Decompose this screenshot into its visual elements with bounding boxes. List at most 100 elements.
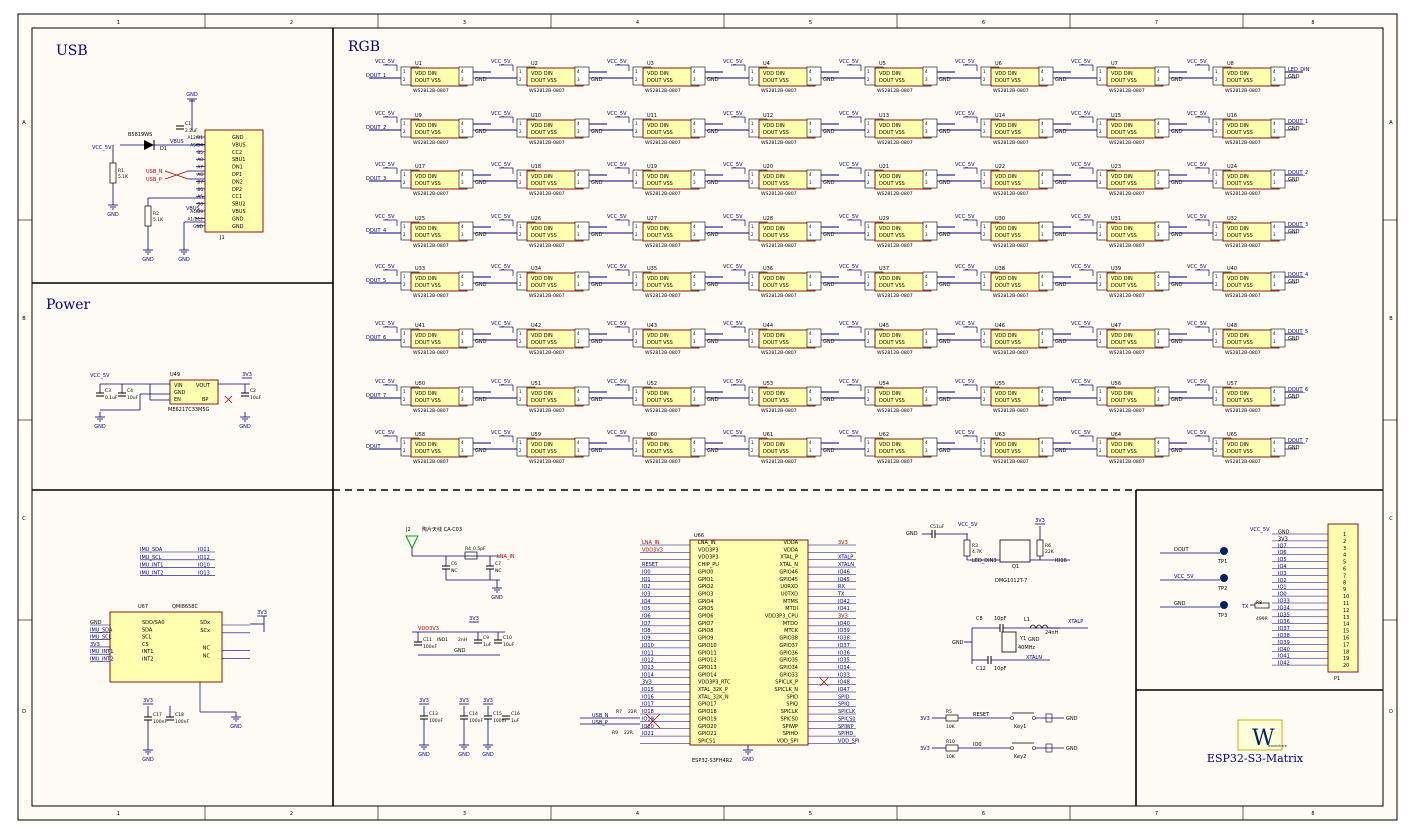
- led-pin-number: 1: [1215, 121, 1218, 126]
- led-pin-block: [806, 221, 822, 241]
- led-pin-number: 2: [1099, 448, 1102, 453]
- header-net: IO39: [1278, 640, 1290, 646]
- usb-pin-name: DP2: [232, 187, 242, 193]
- led-gnd: GND: [1171, 77, 1183, 83]
- led-pin-bottom: DOUT VSS: [1227, 398, 1253, 404]
- led-pin-bottom: DOUT VSS: [763, 283, 789, 289]
- led-part: WS2812B-0807: [1109, 293, 1145, 299]
- imu-pin-name: INT1: [142, 649, 153, 655]
- row-marker: A: [22, 120, 26, 126]
- led-part: WS2812B-0807: [761, 88, 797, 94]
- led-pin-number: 2: [751, 397, 754, 402]
- led-pin-number: 4: [1041, 440, 1044, 445]
- led-pin-number: 1: [519, 389, 522, 394]
- column-marker: 4: [636, 20, 639, 26]
- header-pin-number: 12: [1343, 608, 1349, 614]
- cap-ref: C10: [503, 635, 512, 641]
- mcu-left-pin: GPIO13: [698, 665, 717, 671]
- led-pin-bottom: DOUT VSS: [995, 181, 1021, 187]
- led-pin-number: 2: [1215, 448, 1218, 453]
- mcu-left-net: IO4: [642, 599, 651, 605]
- led-pin-number: 3: [1157, 180, 1160, 185]
- usb-pin-name: GND: [232, 224, 244, 230]
- led-pin-number: 3: [577, 129, 580, 134]
- led-gnd: GND: [823, 397, 835, 403]
- diode-symbol: [144, 140, 154, 150]
- led-vcc: VCC_5V: [375, 379, 395, 385]
- mcu-right-pin: SPICLK: [781, 709, 799, 715]
- led-ref: U14: [995, 113, 1005, 119]
- led-part: WS2812B-0807: [761, 243, 797, 249]
- mcu-left-pin: XTAL_32K_P: [698, 687, 728, 693]
- led-pin-number: 4: [693, 69, 696, 74]
- led-vcc: VCC_5V: [1187, 379, 1207, 385]
- header-pin-number: 13: [1343, 615, 1349, 621]
- led-pin-number: 2: [635, 232, 638, 237]
- mcu-right-pin: SPIHD: [783, 731, 798, 737]
- led-driver-vcc: VCC_5V: [958, 522, 978, 528]
- led-gnd: GND: [707, 339, 719, 345]
- led-pin-bottom: DOUT VSS: [995, 233, 1021, 239]
- led-pin-top: VDD DIN: [531, 391, 553, 397]
- led-pin-bottom: DOUT VSS: [531, 398, 557, 404]
- led-pin-number: 4: [1041, 331, 1044, 336]
- led-pin-number: 3: [1273, 129, 1276, 134]
- mcu-right-pin: XTAL_P: [780, 555, 798, 561]
- led-gnd: GND: [1055, 232, 1067, 238]
- led-pin-number: 4: [1273, 172, 1276, 177]
- mcu-left-net: IO7: [642, 621, 651, 627]
- led-pin-number: 4: [1157, 69, 1160, 74]
- usb-pin-name: DN1: [232, 165, 243, 171]
- led-pin-number: 2: [1099, 77, 1102, 82]
- led-pin-number: 4: [1273, 224, 1276, 229]
- ldo-pin: VOUT: [196, 383, 211, 389]
- led-part: WS2812B-0807: [529, 140, 565, 146]
- mcu-left-net: IO18: [642, 709, 654, 715]
- led-pin-number: 1: [1099, 172, 1102, 177]
- led-pin-number: 4: [693, 331, 696, 336]
- led-pin-bottom: DOUT VSS: [415, 340, 441, 346]
- power-symbol: 3V3: [1035, 518, 1045, 524]
- led-pin-number: 2: [867, 232, 870, 237]
- led-vcc: VCC_5V: [723, 162, 743, 168]
- led-vcc: VCC_5V: [1187, 59, 1207, 65]
- led-part: WS2812B-0807: [529, 350, 565, 356]
- led-pin-number: 1: [751, 224, 754, 229]
- led-ref: U51: [531, 381, 541, 387]
- led-pin-number: 1: [1215, 440, 1218, 445]
- row-marker: A: [1389, 120, 1393, 126]
- mcu-left-net: IO19: [642, 716, 654, 722]
- led-pin-number: 2: [751, 77, 754, 82]
- led-pin-number: 1: [983, 172, 986, 177]
- cap-value: 1uF: [483, 642, 492, 648]
- mcu-left-pin: GPIO20: [698, 724, 717, 730]
- led-driver-out: LED_DIN3: [972, 558, 997, 564]
- led-pin-number: 3: [693, 397, 696, 402]
- button-contact: [1032, 746, 1036, 750]
- led-pin-bottom: DOUT VSS: [531, 449, 557, 455]
- led-pin-block: [806, 271, 822, 291]
- button-res-value: 10K: [946, 724, 956, 730]
- led-ref: U56: [1111, 381, 1121, 387]
- led-pin-bottom: DOUT VSS: [415, 181, 441, 187]
- imu-left-net: IMU_SDA: [90, 627, 113, 633]
- mcu-right-net: IO39: [838, 628, 850, 634]
- led-pin-top: VDD DIN: [995, 333, 1017, 339]
- power-symbol: 3V3: [483, 698, 493, 704]
- imu-net-io: IO13: [198, 570, 210, 576]
- led-pin-number: 2: [983, 397, 986, 402]
- header-pin-number: 3: [1343, 546, 1346, 552]
- led-gnd: GND: [1055, 397, 1067, 403]
- cap-ref: C4: [127, 388, 133, 394]
- row-output-net: LED_DIN: [1288, 67, 1310, 73]
- mcu-right-net: SPICLK: [838, 709, 856, 715]
- row-output-net: DOUT_1: [1288, 119, 1308, 125]
- led-pin-number: 1: [867, 331, 870, 336]
- led-pin-number: 1: [1099, 69, 1102, 74]
- logo-sub: waveshare: [1268, 744, 1287, 748]
